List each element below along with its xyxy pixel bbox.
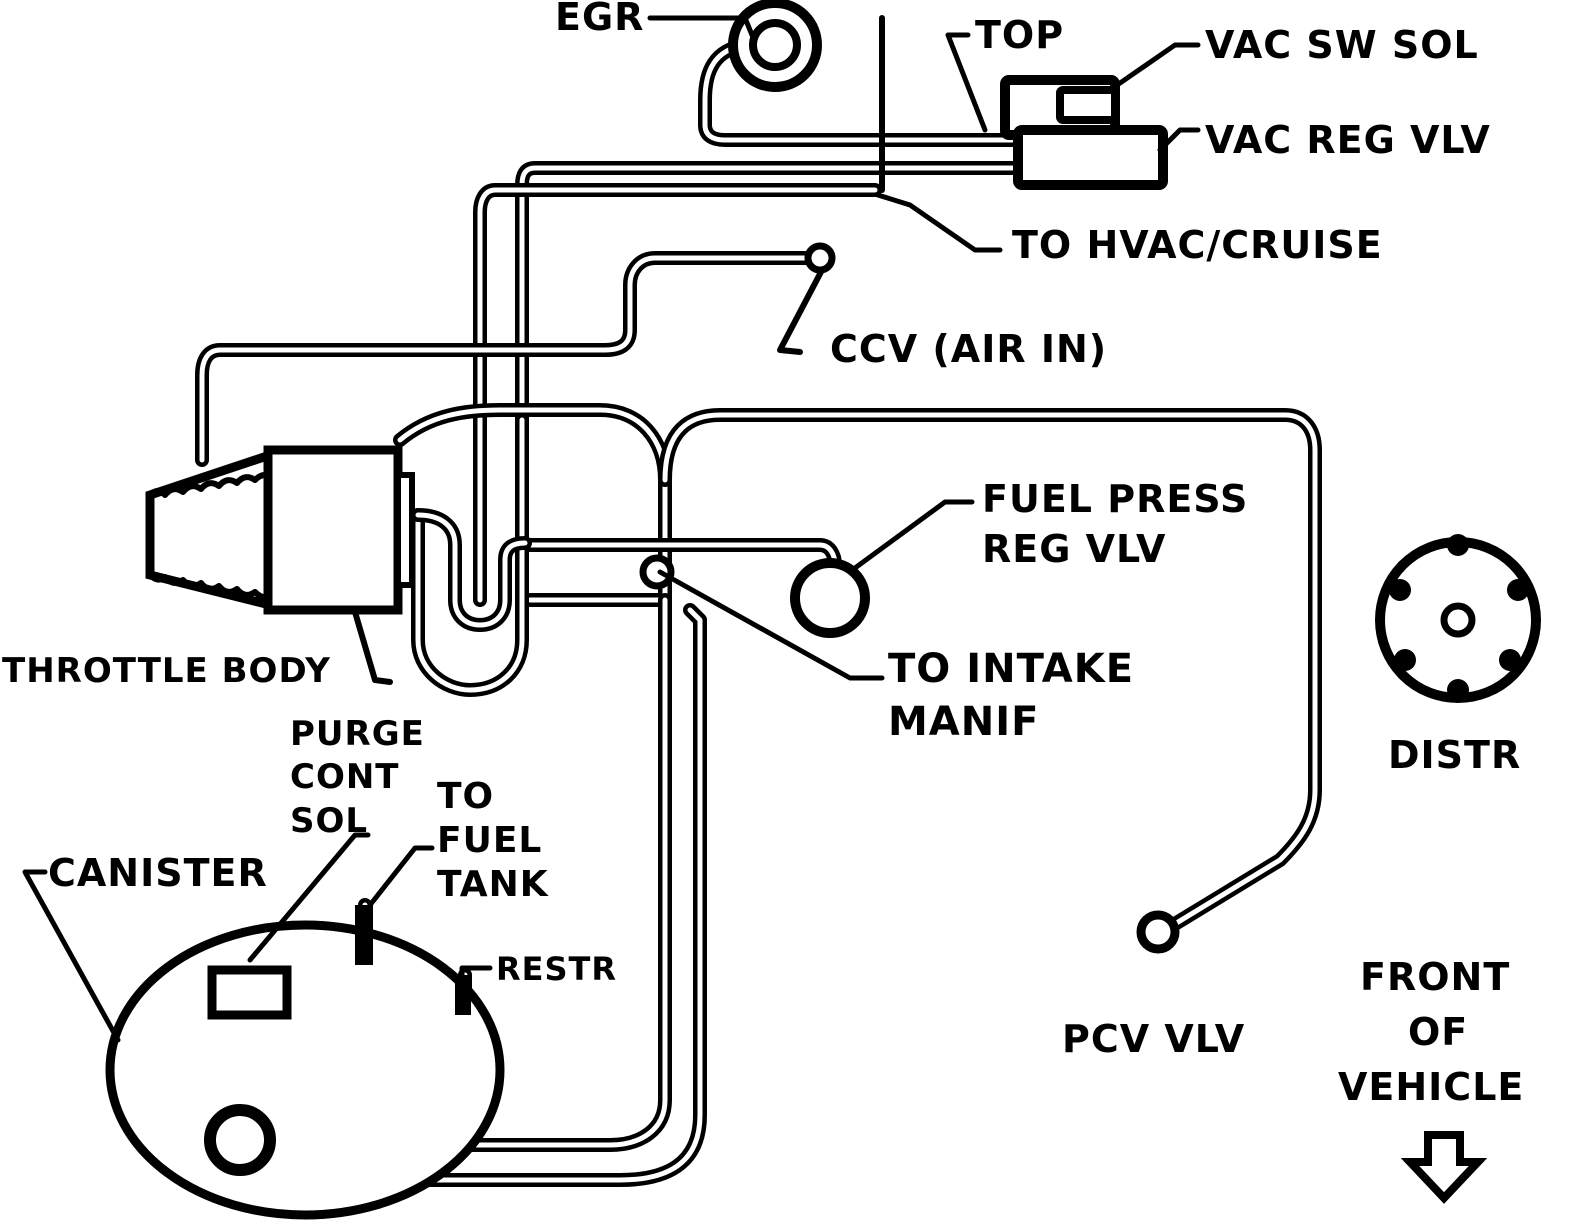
canister [105,905,505,1220]
label-fuel-press-line2: REG VLV [982,527,1166,571]
label-to-hvac-cruise: TO HVAC/CRUISE [1012,223,1383,267]
label-vac-sw-sol: VAC SW SOL [1205,23,1479,67]
label-egr: EGR [555,0,644,39]
label-front-line3: VEHICLE [1338,1065,1524,1109]
intake-loop-hose [393,403,672,607]
label-canister: CANISTER [48,851,268,895]
label-front-line1: FRONT [1360,955,1510,999]
vac-main-hose [515,161,1027,427]
label-front-line2: OF [1408,1010,1468,1054]
label-ccv-air-in: CCV (AIR IN) [830,327,1107,371]
label-to-intake-line1: TO INTAKE [888,646,1134,692]
throttle-body [145,445,415,685]
throttle-u-hose-inner [411,508,532,632]
label-throttle-body: THROTTLE BODY [2,651,331,691]
labels: EGR TOP VAC SW SOL VAC REG VLV TO HVAC/C… [2,0,1524,1109]
fuel-pressure-regulator-valve [790,558,870,638]
label-fuel-tank-line3: TANK [437,864,549,905]
label-fuel-press-line1: FUEL PRESS [982,477,1248,521]
intake-manifold-port [639,554,675,590]
pcv-valve [1136,910,1180,954]
distributor [1375,534,1541,703]
label-purge-line3: SOL [290,801,368,841]
label-restr: RESTR [496,950,617,988]
ccv-fitting [777,242,836,355]
down-arrow-icon [1400,1131,1488,1204]
ccv-hose [195,251,827,467]
label-vac-reg-vlv: VAC REG VLV [1205,118,1491,162]
label-distr: DISTR [1388,733,1521,777]
fuel-press-hose [523,538,842,572]
label-purge-line2: CONT [290,757,400,797]
label-top: TOP [975,13,1064,57]
label-fuel-tank-line1: TO [437,776,494,817]
vac-regulator-valve [1013,125,1168,190]
egr-valve [728,0,822,92]
components [105,0,1541,1220]
label-to-intake-line2: MANIF [888,699,1039,745]
label-purge-line1: PURGE [290,714,425,754]
leader-lines [22,15,1201,1043]
label-fuel-tank-line2: FUEL [437,820,542,861]
label-pcv-vlv: PCV VLV [1062,1017,1245,1061]
